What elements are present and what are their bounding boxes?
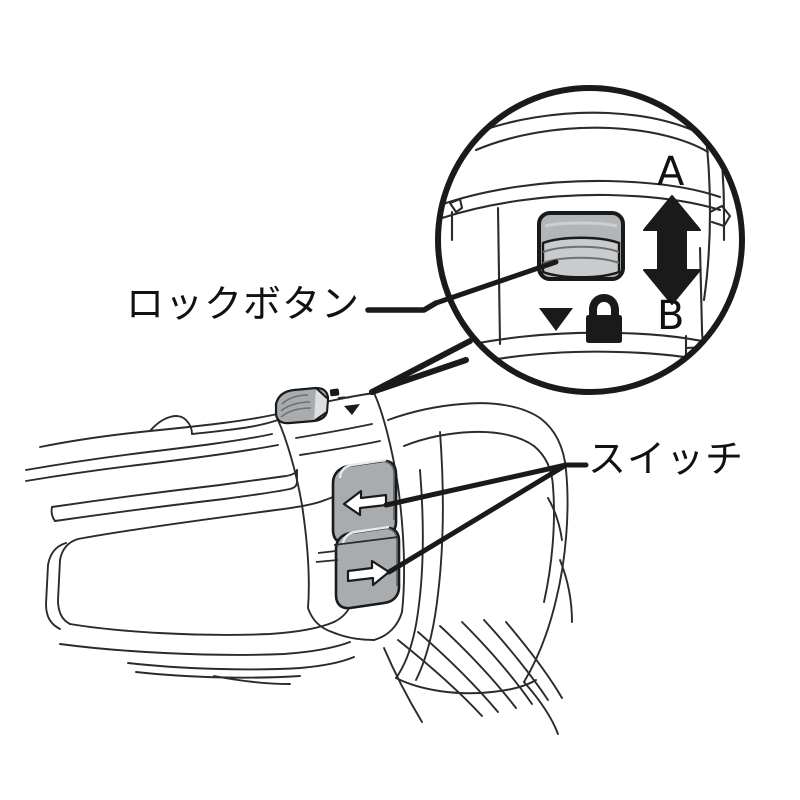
panel-top-edge bbox=[59, 499, 326, 561]
grip-right-outline bbox=[523, 469, 569, 683]
magnifier-contents bbox=[438, 88, 742, 392]
collar-right-edge bbox=[373, 392, 406, 613]
lock-slider-small-side bbox=[313, 387, 330, 422]
grip-rib-6 bbox=[505, 621, 563, 699]
lock-button-rib-2 bbox=[542, 256, 620, 264]
body-slot-bottom bbox=[54, 469, 298, 522]
mag-left-notch bbox=[448, 197, 464, 214]
body-bottom-line-2 bbox=[127, 656, 355, 671]
body-bottom-line-4 bbox=[213, 675, 291, 685]
collar-bottom bbox=[331, 631, 375, 641]
body-top-fold bbox=[235, 419, 279, 430]
grip-bottom-edge bbox=[395, 677, 537, 695]
magnifier-cone bbox=[369, 338, 473, 395]
collar-detail-1 bbox=[295, 423, 373, 439]
body-upper-line-1 bbox=[25, 433, 273, 471]
grip-right-detail bbox=[559, 559, 573, 623]
grip-far-right bbox=[523, 681, 559, 735]
mag-band-top-2 bbox=[440, 193, 722, 220]
panel-inner-2 bbox=[45, 564, 61, 630]
leader-lock-button bbox=[365, 259, 559, 313]
grip-rib-2 bbox=[417, 631, 499, 713]
lock-slider-rib-3 bbox=[280, 407, 312, 418]
mag-band-top bbox=[438, 179, 722, 207]
body-slot-left-cap bbox=[50, 506, 56, 522]
position-label-a: A bbox=[657, 149, 685, 195]
grip-rib-0 bbox=[383, 647, 423, 723]
grip-inner-2 bbox=[543, 485, 555, 603]
body-top-hook-edge bbox=[191, 428, 237, 435]
leader-lock-to-button bbox=[433, 259, 559, 306]
mag-top-curve-2 bbox=[474, 126, 710, 154]
leader-lock-horizontal bbox=[365, 300, 439, 313]
lock-button-magnified[interactable] bbox=[537, 211, 625, 281]
collar-left-edge bbox=[277, 419, 310, 609]
grip-mid-line bbox=[415, 431, 444, 681]
switch-left-highlight bbox=[338, 458, 387, 479]
cone-lower-line bbox=[369, 357, 469, 395]
grip-left-inner bbox=[395, 469, 424, 679]
grip-rib-5 bbox=[483, 619, 549, 701]
grip-rib-1 bbox=[397, 639, 483, 717]
body-bottom-line-1 bbox=[59, 641, 351, 656]
switch-right[interactable] bbox=[334, 525, 401, 610]
lock-slider-rib-1 bbox=[281, 394, 309, 405]
grip-rib-3 bbox=[439, 625, 517, 709]
body-top-hook bbox=[149, 415, 193, 435]
lock-slider-small[interactable] bbox=[274, 386, 330, 425]
switch-right-highlight bbox=[341, 525, 390, 546]
down-triangle-icon bbox=[539, 308, 573, 331]
grip-top-edge bbox=[387, 402, 541, 421]
collar-detail-2 bbox=[299, 440, 381, 456]
magnifier-ring bbox=[435, 85, 745, 395]
panel-bottom-edge bbox=[69, 621, 335, 636]
lock-button-top-highlight bbox=[544, 221, 618, 228]
callout-label-switch: スイッチ bbox=[588, 437, 745, 481]
body-upper-line-2 bbox=[25, 444, 279, 482]
body-slot-top bbox=[51, 469, 298, 508]
body-markings bbox=[329, 388, 360, 415]
leader-switch bbox=[383, 462, 589, 575]
collar-left-bottom bbox=[307, 607, 333, 633]
leader-switch-lower bbox=[386, 462, 569, 575]
grip-inner-right bbox=[533, 445, 554, 487]
grip-top-right bbox=[539, 417, 567, 471]
position-label-b: B bbox=[657, 293, 685, 339]
mag-top-curve-1 bbox=[468, 111, 710, 140]
arrow-right-icon bbox=[346, 559, 391, 587]
grip-right-detail-2 bbox=[547, 497, 563, 541]
triangle-marker-icon bbox=[344, 404, 360, 415]
mag-clip-tab bbox=[708, 204, 732, 228]
marking-line bbox=[337, 396, 350, 399]
panel-inner-1 bbox=[47, 542, 67, 566]
leader-switch-upper bbox=[383, 462, 569, 508]
panel-left-edge bbox=[57, 559, 71, 625]
collar-right-bottom bbox=[373, 611, 403, 641]
switch-seam bbox=[315, 536, 399, 563]
grip-rib-4 bbox=[461, 621, 533, 705]
grip-inner-top bbox=[403, 430, 535, 447]
padlock-icon bbox=[586, 294, 622, 343]
switch-left[interactable] bbox=[331, 458, 398, 545]
device-body-group bbox=[25, 392, 573, 735]
double-arrow-icon bbox=[643, 195, 701, 305]
lock-button-rib-1 bbox=[542, 245, 620, 253]
callout-label-lock-button: ロックボタン bbox=[126, 282, 361, 326]
lock-icon-small bbox=[329, 388, 340, 397]
lock-slider-rib-2 bbox=[280, 401, 311, 412]
arrow-left-icon bbox=[342, 489, 388, 517]
mag-seam-left bbox=[496, 206, 502, 346]
